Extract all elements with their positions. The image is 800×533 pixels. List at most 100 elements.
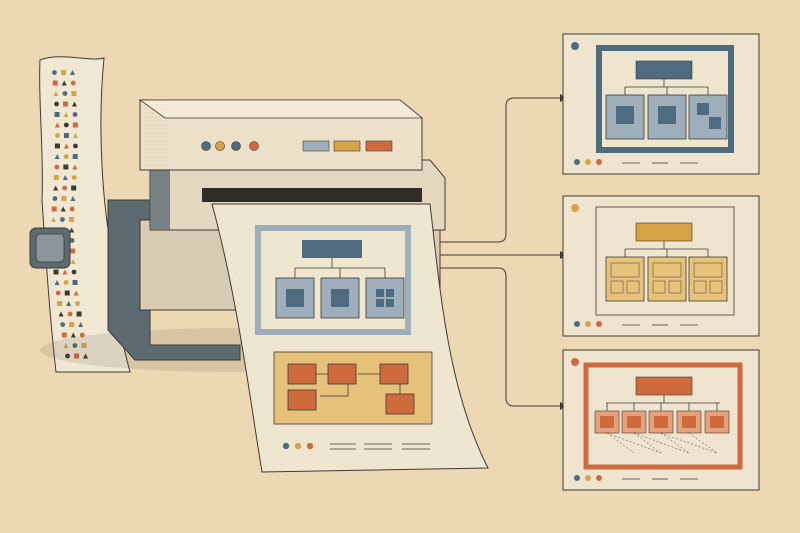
- card-child-core: [627, 416, 641, 428]
- footer-dot: [306, 442, 314, 450]
- feed-glyph: [54, 112, 60, 117]
- tree-node-core: [376, 299, 384, 307]
- feed-glyph: [69, 227, 75, 233]
- card-root-node: [635, 60, 693, 80]
- footer-dot: [282, 442, 290, 450]
- feed-glyph: [53, 269, 59, 275]
- output-cards: [562, 33, 760, 491]
- feed-glyph: [63, 133, 69, 138]
- output-sheet: [211, 203, 489, 473]
- feed-glyph: [54, 143, 60, 149]
- tree-node-core: [386, 299, 394, 307]
- feed-glyph: [60, 206, 66, 212]
- feed-glyph: [54, 101, 59, 107]
- card-child-core: [654, 416, 668, 428]
- panel-indicator-dot: [231, 141, 241, 151]
- feed-glyph: [71, 185, 77, 191]
- card-dashed-link: [633, 432, 690, 454]
- card-root-node: [635, 376, 693, 396]
- flow-node: [287, 363, 317, 385]
- feed-glyph: [72, 112, 78, 117]
- feed-glyph: [51, 206, 57, 212]
- feed-glyph: [68, 217, 74, 222]
- sheet-diagram-top: [255, 225, 411, 335]
- card-dashed-link: [660, 432, 718, 454]
- card-footer-dot: [574, 475, 580, 481]
- card-dashed-link: [606, 432, 635, 454]
- feed-paper-strip: [39, 56, 131, 373]
- feed-glyph: [75, 301, 80, 306]
- card-corner-dot: [571, 42, 579, 50]
- card-child-core: [709, 280, 723, 294]
- flow-node: [327, 363, 357, 385]
- feed-glyph: [70, 248, 76, 254]
- card-footer-dot: [574, 321, 580, 327]
- card-dashed-link: [688, 432, 718, 454]
- feed-glyph: [53, 175, 59, 180]
- flow-node: [379, 363, 409, 385]
- card-child-core: [693, 262, 723, 278]
- feed-glyph: [52, 196, 58, 201]
- feed-glyph: [76, 311, 82, 317]
- feed-glyph: [63, 164, 69, 170]
- feed-glyph: [70, 259, 76, 264]
- output-card: [562, 33, 760, 175]
- feed-glyph: [63, 143, 69, 149]
- panel-indicator-dot: [215, 141, 225, 151]
- output-card: [562, 195, 760, 337]
- card-footer-dot: [596, 475, 602, 481]
- feed-glyph: [52, 80, 58, 86]
- panel-button: [365, 140, 393, 152]
- card-footer-dot: [585, 475, 591, 481]
- feed-glyph: [72, 164, 78, 170]
- feed-glyph: [73, 143, 78, 149]
- feed-glyph: [66, 301, 72, 306]
- card-child-core: [610, 262, 640, 278]
- feed-glyph: [65, 353, 70, 359]
- control-panel-indicators: [201, 141, 259, 151]
- feed-glyph: [69, 206, 75, 212]
- feed-glyph: [63, 101, 69, 107]
- feed-glyph: [69, 322, 75, 327]
- feed-glyph: [55, 133, 60, 138]
- feed-glyph: [71, 269, 77, 275]
- tree-node-core: [286, 289, 304, 307]
- card-corner-dot: [571, 358, 579, 366]
- panel-indicator-dot: [201, 141, 211, 151]
- feed-glyph: [67, 311, 73, 317]
- flow-node: [385, 393, 415, 415]
- feed-glyph: [58, 311, 64, 317]
- footer-dot: [294, 442, 302, 450]
- card-child-core: [697, 103, 709, 115]
- feed-glyph: [71, 175, 77, 180]
- tree-node: [365, 277, 405, 319]
- card-child-core: [600, 416, 614, 428]
- feed-glyph: [74, 353, 80, 359]
- card-child-core: [710, 416, 724, 428]
- feed-glyph: [60, 217, 65, 222]
- feed-glyph: [61, 80, 67, 86]
- connector-arrows: [440, 97, 560, 407]
- sheet-diagram-bottom: [273, 351, 433, 425]
- card-child-core: [709, 117, 721, 129]
- card-footer-dot: [596, 159, 602, 165]
- feed-glyph: [63, 122, 69, 128]
- card-child-core: [668, 280, 682, 294]
- feed-glyph: [62, 91, 68, 96]
- feed-glyph: [54, 280, 60, 285]
- card-diagram-frame: [595, 206, 735, 316]
- feed-glyph: [83, 353, 89, 359]
- feed-glyph: [50, 217, 56, 222]
- feed-glyph: [72, 343, 78, 348]
- paper-output-slot: [202, 188, 422, 202]
- feed-glyph: [81, 343, 87, 348]
- card-child-core: [682, 416, 696, 428]
- feed-glyph: [72, 154, 78, 159]
- panel-button: [333, 140, 361, 152]
- feed-glyph: [69, 238, 75, 243]
- feed-glyph: [79, 332, 85, 338]
- feed-glyph: [60, 322, 66, 327]
- feed-glyph: [72, 280, 78, 285]
- panel-indicator-dot: [249, 141, 259, 151]
